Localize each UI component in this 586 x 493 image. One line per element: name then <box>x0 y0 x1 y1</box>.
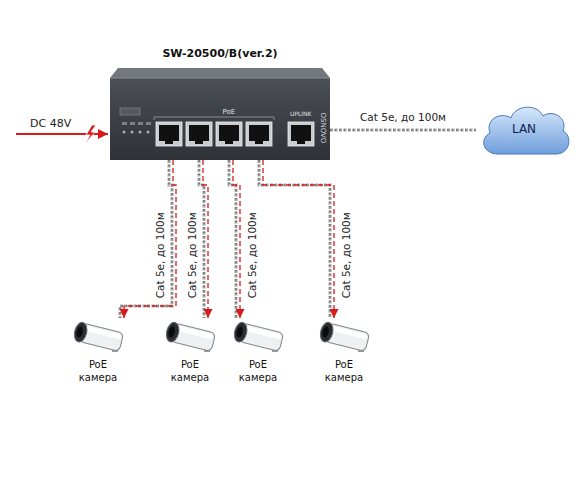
device-title: SW-20500/B(ver.2) <box>162 47 277 60</box>
cable-line <box>120 160 172 318</box>
cable-connector <box>199 160 208 318</box>
cable-label: Cat 5e, до 100м <box>340 212 353 298</box>
lan-cloud: LAN <box>476 98 572 160</box>
power-line <box>233 160 240 318</box>
uplink-label: UPLINK <box>290 111 312 118</box>
cable-label: Cat 5e, до 100м <box>186 212 199 298</box>
poe-camera: PoE камера <box>226 318 290 384</box>
poe-camera: PoE камера <box>312 318 376 384</box>
cable-label: Cat 5e, до 100м <box>360 111 446 124</box>
cable-label: Cat 5e, до 100м <box>246 212 259 298</box>
power-line <box>263 160 334 318</box>
cable-line <box>330 129 476 132</box>
cable-connector <box>229 160 240 318</box>
camera-icon <box>66 318 130 356</box>
camera-label: PoE камера <box>73 359 123 384</box>
power-line <box>203 160 208 318</box>
camera-icon <box>312 318 376 356</box>
cable-line <box>229 160 236 318</box>
cable-twist <box>259 160 330 318</box>
camera-label: PoE камера <box>165 359 215 384</box>
cable-twist <box>120 160 172 318</box>
brand-label: OSNOVO <box>318 112 326 143</box>
power-line <box>124 160 176 318</box>
cable-twist <box>330 130 476 131</box>
cable-twist <box>199 160 204 318</box>
camera-label: PoE камера <box>233 359 283 384</box>
network-label: LAN <box>512 122 536 136</box>
cable-label: Cat 5e, до 100м <box>154 212 167 298</box>
cable-twist <box>229 160 236 318</box>
power-label: DC 48V <box>30 118 71 130</box>
port-group-label: PoE <box>223 109 236 117</box>
camera-icon <box>158 318 222 356</box>
cable-connector <box>259 160 334 318</box>
lightning-symbol <box>85 125 96 144</box>
camera-label: PoE камера <box>319 359 369 384</box>
cable-line <box>199 160 204 318</box>
poe-camera: PoE камера <box>66 318 130 384</box>
camera-icon <box>226 318 290 356</box>
cable-connector <box>120 160 176 318</box>
poe-camera: PoE камера <box>158 318 222 384</box>
cable-connector <box>330 130 476 131</box>
cable-line <box>259 160 330 318</box>
